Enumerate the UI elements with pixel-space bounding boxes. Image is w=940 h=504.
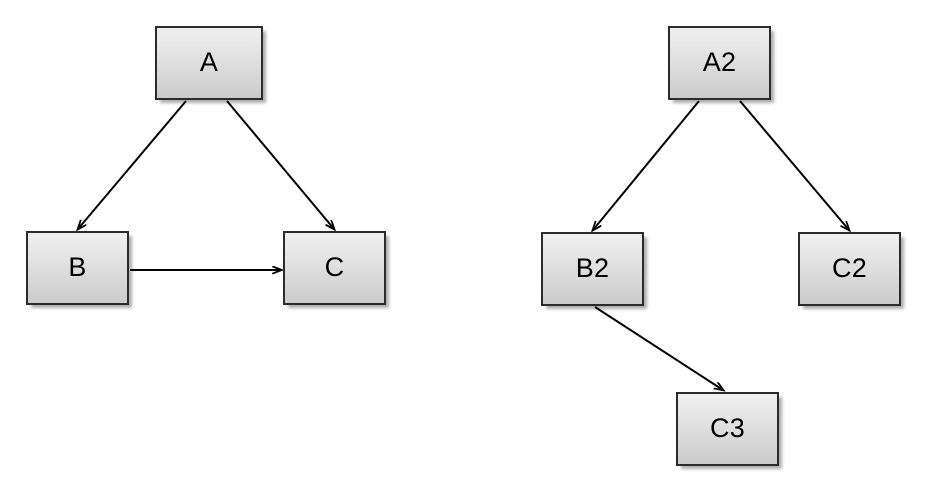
node-a2[interactable]: A2	[668, 26, 771, 100]
node-c3[interactable]: C3	[676, 392, 779, 466]
edges-group	[78, 100, 849, 390]
node-c-label: C	[324, 251, 345, 282]
edge-a-c	[226, 100, 334, 229]
node-c3-label: C3	[710, 412, 745, 443]
edge-b2-c3	[594, 306, 723, 390]
edge-a2-c2	[739, 100, 849, 230]
node-c2[interactable]: C2	[798, 232, 901, 306]
node-a[interactable]: A	[155, 26, 263, 100]
node-b[interactable]: B	[26, 231, 129, 305]
node-c2-label: C2	[832, 252, 867, 283]
node-c[interactable]: C	[283, 231, 386, 305]
edge-a-b	[78, 100, 187, 229]
node-a2-label: A2	[702, 46, 737, 77]
node-b2[interactable]: B2	[541, 232, 644, 306]
node-a-label: A	[199, 46, 219, 77]
node-b2-label: B2	[575, 252, 610, 283]
node-b-label: B	[68, 251, 87, 282]
edge-a2-b2	[593, 100, 700, 230]
